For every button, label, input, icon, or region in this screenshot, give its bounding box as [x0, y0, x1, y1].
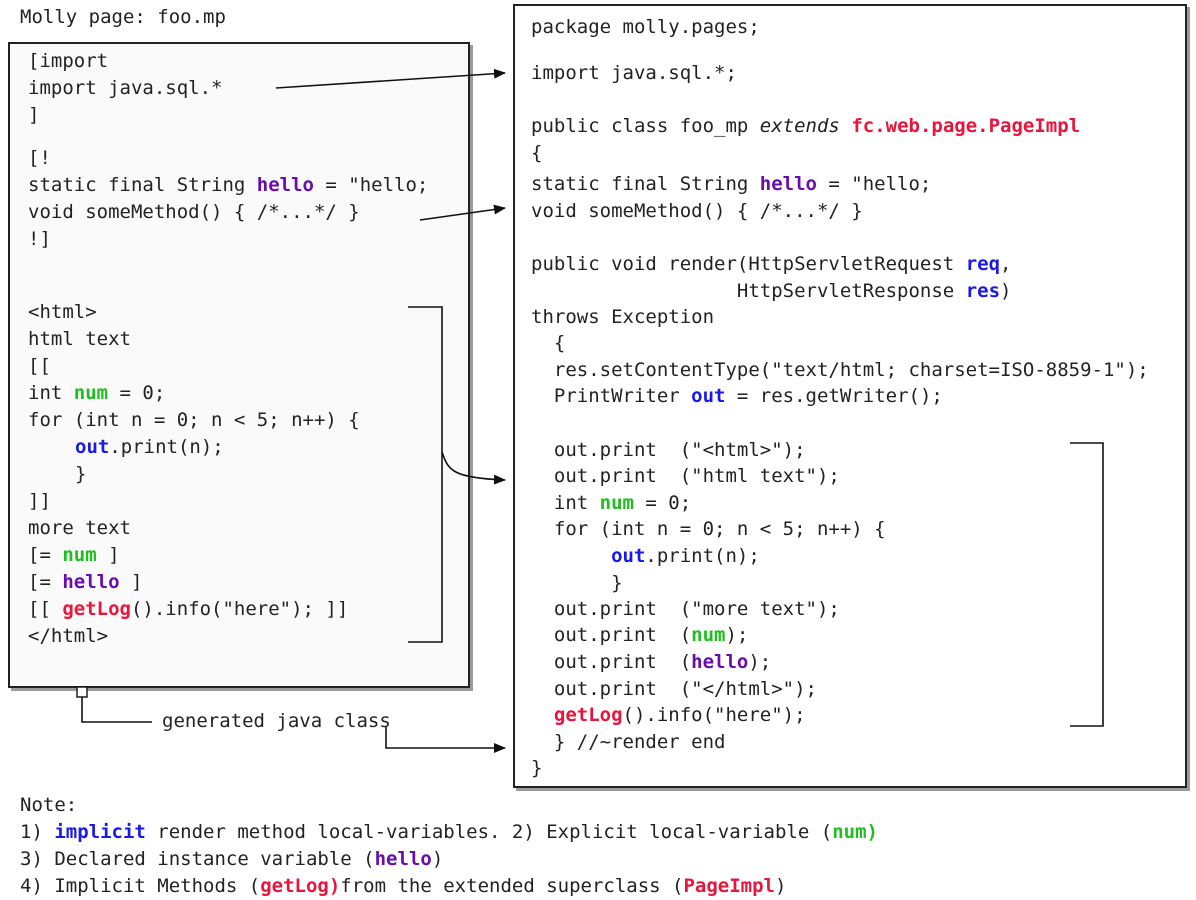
code-line: <html>	[28, 301, 97, 323]
code-line: [import	[28, 50, 109, 72]
code-line: package molly.pages;	[531, 16, 760, 38]
java-class-box: package molly.pages; import java.sql.*; …	[513, 4, 1187, 788]
code-line: static final String hello = "hello;	[531, 173, 932, 195]
code-line: ]	[28, 104, 40, 126]
code-line: int num = 0;	[28, 382, 166, 404]
code-line: PrintWriter out = res.getWriter();	[531, 385, 943, 407]
code-line: out.print ("<html>");	[531, 439, 806, 461]
num-var: num	[599, 492, 634, 514]
out-var: out	[611, 545, 646, 567]
molly-page-box: [import import java.sql.* ] [! static fi…	[8, 42, 470, 688]
code-line: public class foo_mp extends fc.web.page.…	[531, 115, 1081, 137]
note-line-3: 3) Declared instance variable (hello)	[20, 848, 444, 870]
code-line: !]	[28, 228, 51, 250]
code-line: } //~render end	[531, 731, 726, 753]
connector-square	[76, 686, 88, 698]
getlog-method: getLog	[553, 704, 623, 726]
code-line: out.print ("more text");	[531, 598, 840, 620]
out-var: out	[691, 385, 726, 407]
generated-class-label: generated java class	[162, 710, 391, 732]
hello-var: hello	[256, 174, 314, 196]
hello-var: hello	[62, 571, 120, 593]
code-line: out.print ("html text");	[531, 465, 840, 487]
num-var: num	[691, 624, 726, 646]
code-line: out.print(n);	[75, 436, 224, 458]
code-line: out.print ("</html>");	[531, 678, 817, 700]
code-line: void someMethod() { /*...*/ }	[28, 201, 360, 223]
code-line: [[ getLog().info("here"); ]]	[28, 598, 349, 620]
res-var: res	[965, 280, 1001, 302]
page-title: Molly page: foo.mp	[20, 6, 226, 28]
molly-page-code: [import import java.sql.* ] [! static fi…	[28, 50, 428, 647]
code-line: int num = 0;	[531, 492, 692, 514]
code-line: for (int n = 0; n < 5; n++) {	[28, 409, 360, 431]
code-line: [= num ]	[28, 544, 120, 566]
code-line: import java.sql.*	[28, 77, 223, 99]
code-line: html text	[28, 328, 131, 350]
code-line: out.print (hello);	[531, 651, 772, 673]
code-line: }	[531, 757, 543, 779]
code-line: [[	[28, 355, 51, 377]
out-var: out	[75, 436, 110, 458]
code-line: res.setContentType("text/html; charset=I…	[531, 359, 1149, 381]
generated-connector	[81, 697, 152, 723]
code-line: {	[531, 142, 543, 164]
generated-arrow	[385, 727, 506, 753]
code-line: [= hello ]	[28, 571, 143, 593]
code-line: HttpServletResponse res)	[531, 280, 1012, 302]
code-line: out.print (num);	[531, 624, 749, 646]
hello-var: hello	[759, 173, 817, 195]
code-line: static final String hello = "hello;	[28, 174, 429, 196]
code-line: {	[531, 332, 566, 354]
code-line: }	[531, 572, 623, 594]
num-var: num	[73, 382, 109, 404]
code-line: }	[75, 463, 87, 485]
code-line: import java.sql.*;	[531, 62, 737, 84]
java-class-code: package molly.pages; import java.sql.*; …	[531, 16, 1149, 779]
code-line: ]]	[28, 490, 51, 512]
req-var: req	[965, 253, 1001, 275]
note-heading: Note:	[20, 794, 78, 816]
code-line: void someMethod() { /*...*/ }	[531, 200, 863, 222]
code-line: more text	[28, 517, 131, 539]
code-line: public void render(HttpServletRequest re…	[531, 253, 1012, 275]
code-line: [!	[28, 147, 51, 169]
hello-var: hello	[691, 651, 749, 673]
code-line: </html>	[28, 625, 109, 647]
note-line-1: 1) implicit render method local-variable…	[20, 821, 878, 843]
code-line: for (int n = 0; n < 5; n++) {	[531, 518, 886, 540]
getlog-method: getLog	[62, 598, 131, 620]
pageimpl-superclass: fc.web.page.PageImpl	[851, 115, 1081, 137]
code-line: getLog().info("here");	[553, 704, 806, 726]
num-var: num	[62, 544, 97, 566]
note-line-4: 4) Implicit Methods (getLog)from the ext…	[20, 875, 787, 897]
code-line: out.print(n);	[611, 545, 760, 567]
code-line: throws Exception	[531, 306, 715, 328]
